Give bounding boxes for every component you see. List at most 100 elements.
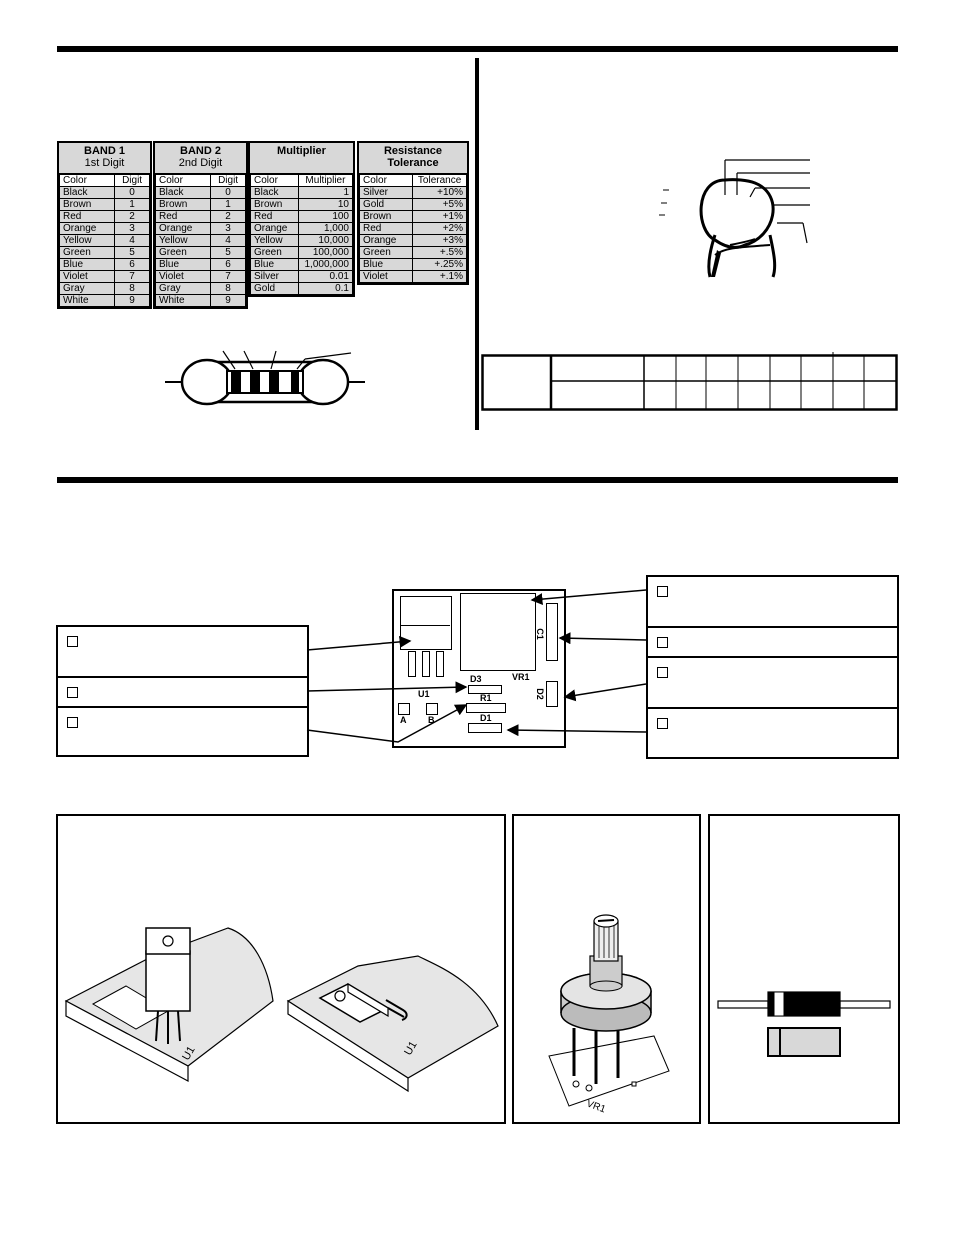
value-cell: +.1% [412,270,467,283]
value-cell: 1,000 [297,222,354,235]
callout-right-item-4 [648,709,897,755]
value-cell: 5 [210,246,246,259]
pad-a [398,703,410,715]
color-cell: Color [154,174,212,187]
callout-leader-lines [306,589,647,743]
table-row: Orange+3% [358,234,467,247]
ceramic-capacitor-illustration [659,159,810,278]
pcb-label-r1: R1 [480,693,492,703]
color-cell: Brown [58,198,116,211]
color-cell: White [58,294,116,307]
value-cell: 100,000 [297,246,354,259]
value-cell: Tolerance [412,174,467,187]
value-cell: 7 [114,270,150,283]
value-cell: 2 [210,210,246,223]
callout-box-left [56,625,309,757]
value-cell: 10,000 [297,234,354,247]
regulator-mounting-panel: U1 U1 [56,814,506,1124]
callout-left-item-1 [58,627,307,678]
value-cell: Digit [114,174,150,187]
pcb-label-d1: D1 [480,713,492,723]
table-subtitle: 1st Digit [84,157,125,169]
vr1-outline [460,593,536,671]
u1-pin [436,651,444,677]
checkbox[interactable] [67,687,78,698]
u1-regulator-tab-line [400,625,450,626]
vr1-board-label: VR1 [585,1098,607,1115]
color-cell: Red [358,222,414,235]
regulator-mounting-illustration: U1 U1 [64,927,499,1093]
color-cell: Green [250,246,299,259]
u1-pin [422,651,430,677]
top-rule [57,46,898,52]
checkbox[interactable] [67,717,78,728]
value-cell: 9 [114,294,150,307]
table-subtitle: 2nd Digit [178,157,223,169]
checkbox[interactable] [67,636,78,647]
checkbox[interactable] [657,637,668,648]
value-cell: 8 [210,282,246,295]
color-cell: Blue [250,258,299,271]
d2-outline [546,681,558,707]
potentiometer-illustration: VR1 [548,914,670,1116]
c1-outline [546,603,558,661]
value-cell: 1 [210,198,246,211]
color-cell: Violet [358,270,414,283]
vertical-divider [475,58,479,430]
table-row: Gold+5% [358,198,467,211]
color-cell: Yellow [58,234,116,247]
callout-left-item-2 [58,678,307,708]
color-cell: Silver [250,270,299,283]
value-cell: 0.01 [297,270,354,283]
color-cell: Orange [358,234,414,247]
callout-box-right [646,575,899,759]
color-cell: Brown [250,198,299,211]
value-cell: +1% [412,210,467,223]
diode-panel [708,814,900,1124]
pcb-label-a: A [400,715,407,725]
color-cell: Red [58,210,116,223]
callout-right-item-1 [648,577,897,628]
callout-right-item-3 [648,658,897,709]
checkbox[interactable] [657,667,668,678]
color-cell: Gray [154,282,212,295]
pcb-label-u1: U1 [418,689,430,699]
checkbox[interactable] [657,586,668,597]
table-title: BAND 1 [84,145,125,157]
resistor-illustration [165,350,365,406]
color-cell: Black [154,186,212,199]
table-row: Blue+.25% [358,258,467,271]
middle-rule [57,477,898,483]
checkbox[interactable] [657,718,668,729]
table-title: Multiplier [277,145,326,157]
color-cell: Violet [58,270,116,283]
u1-pin [408,651,416,677]
table-header: Multiplier [250,143,353,174]
d1-outline [468,723,502,733]
d3-outline [468,685,502,694]
color-cell: Color [358,174,414,187]
diode-illustration [717,991,891,1057]
value-cell: 5 [114,246,150,259]
pcb-board: C1 VR1 D3 U1 R1 D2 A B D1 [392,589,566,748]
